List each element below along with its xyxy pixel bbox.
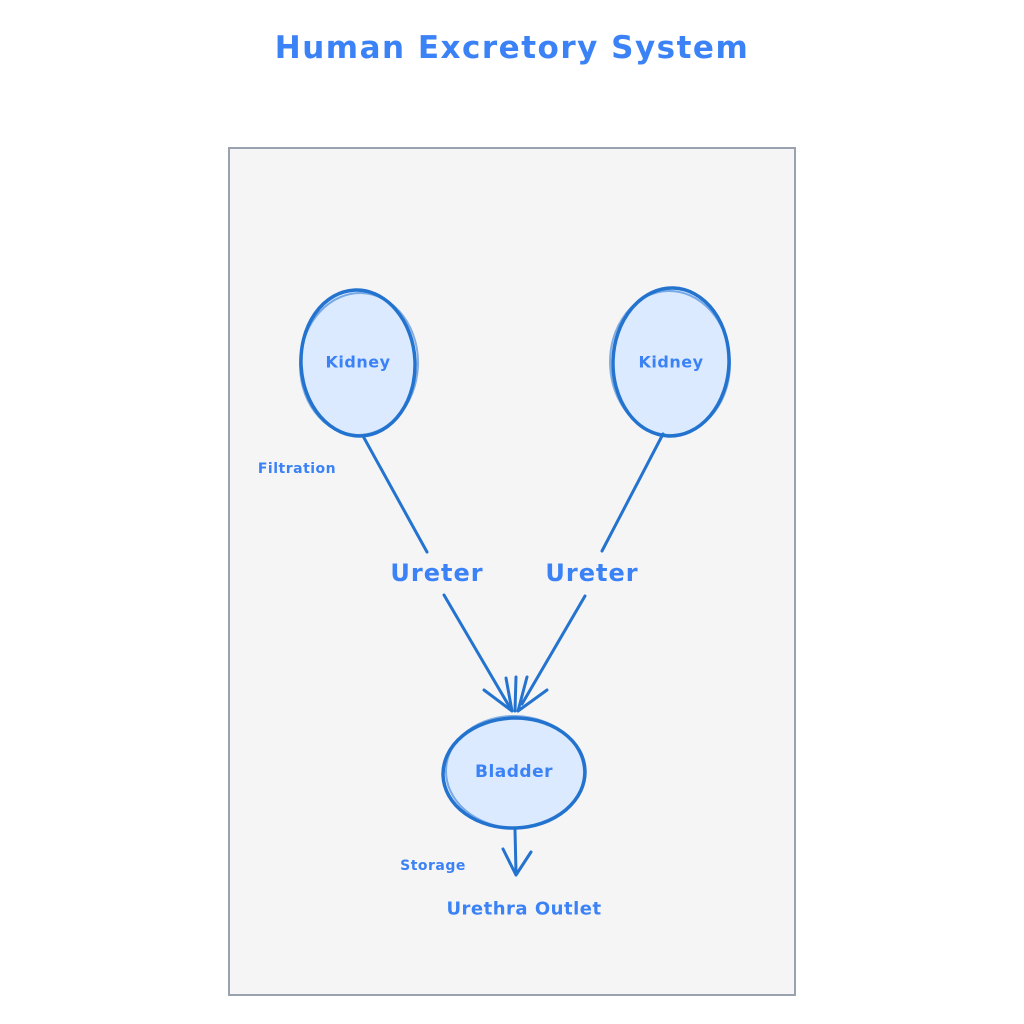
filtration-annotation: Filtration: [257, 461, 337, 477]
ureter-left-label: Ureter: [390, 559, 484, 587]
kidney-left-label: Kidney: [325, 352, 391, 372]
bladder-label: Bladder: [474, 762, 554, 782]
urethra-outlet-label: Urethra Outlet: [446, 898, 602, 920]
kidney-right-label: Kidney: [638, 352, 704, 372]
diagram-frame: [228, 147, 796, 996]
page-title: Human Excretory System: [274, 30, 750, 66]
ureter-right-label: Ureter: [545, 559, 639, 587]
storage-annotation: Storage: [400, 858, 466, 874]
